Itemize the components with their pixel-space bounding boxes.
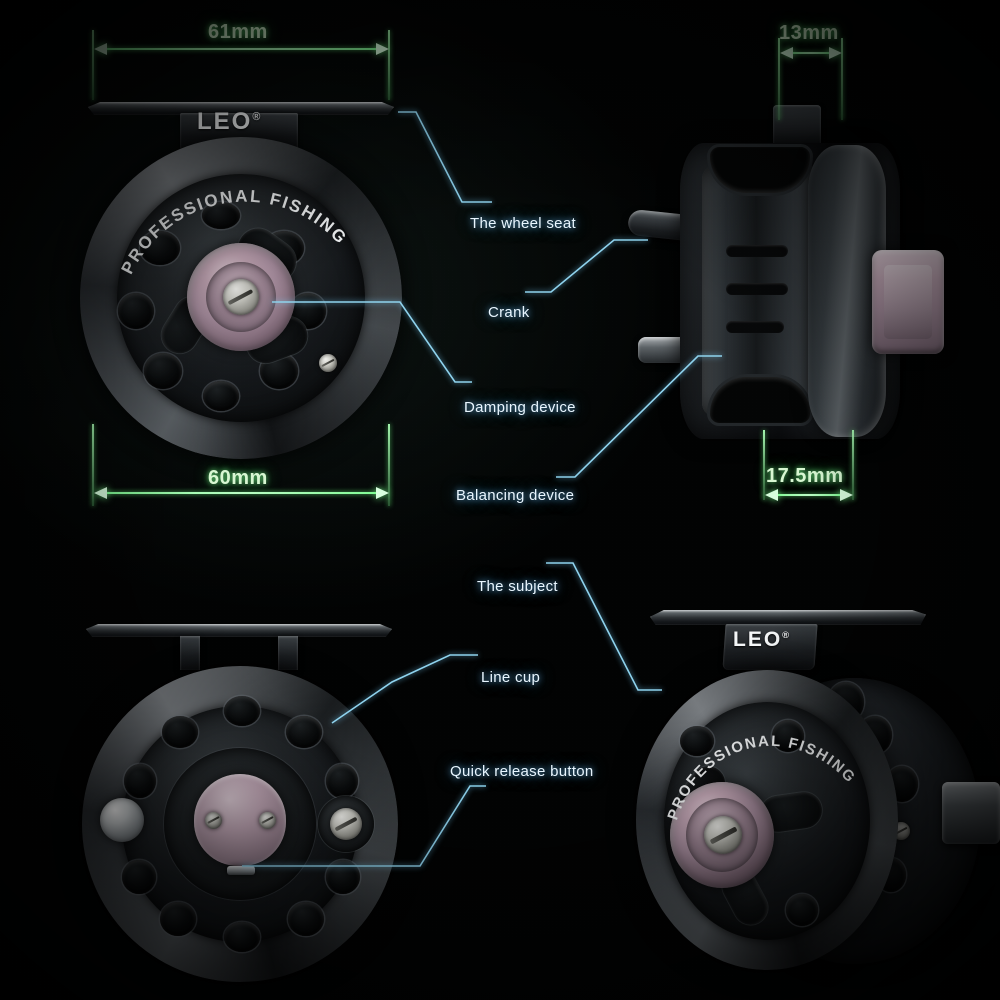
arrow-right — [840, 489, 853, 501]
callout-label-the-subject: The subject — [477, 578, 558, 595]
dimension-label-17-5mm: 17.5mm — [766, 465, 844, 487]
callout-label-balancing-device: Balancing device — [456, 487, 575, 504]
callout-label-quick-release-button: Quick release button — [450, 763, 594, 780]
callout-label-line-cup: Line cup — [481, 669, 541, 686]
callout-label-crank: Crank — [488, 304, 530, 321]
arrow-left — [765, 489, 778, 501]
dimension-line — [770, 494, 848, 496]
callout-label-wheel-seat: The wheel seat — [470, 215, 576, 232]
callout-label-damping-device: Damping device — [464, 399, 576, 416]
